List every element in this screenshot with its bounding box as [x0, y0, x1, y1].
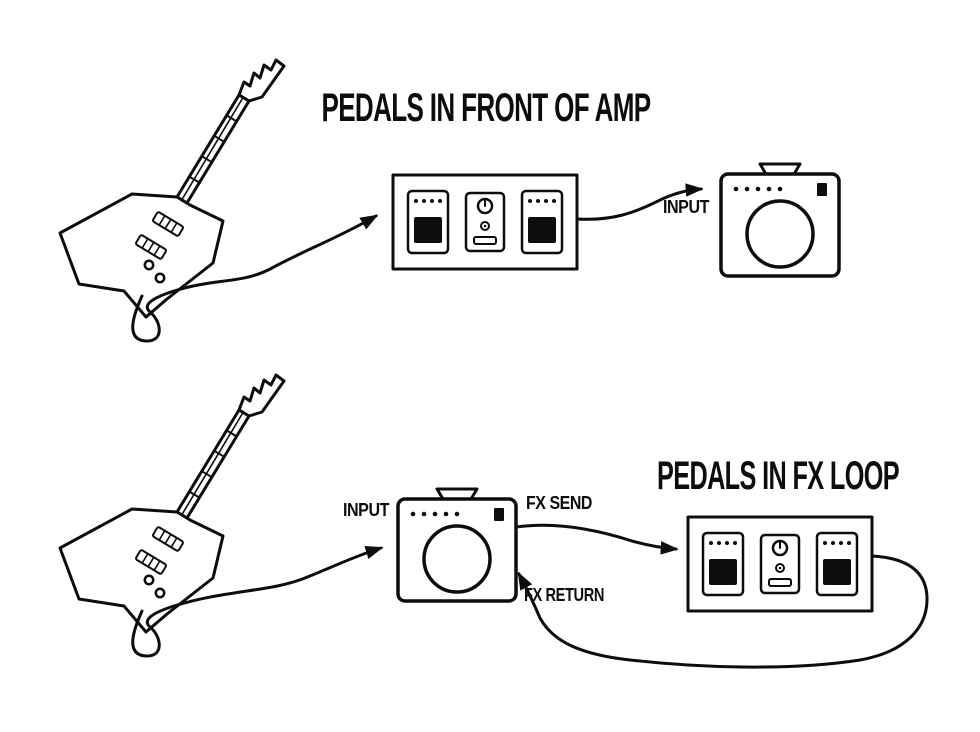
- amp-input-label: INPUT: [663, 197, 709, 217]
- title-pedals-in-front-of-amp: PEDALS IN FRONT OF AMP: [322, 86, 651, 130]
- pedalboard-icon: [688, 517, 872, 611]
- cable-fx-send: [514, 523, 679, 555]
- amp-icon: [719, 162, 841, 278]
- diagram-pedals-in-front-of-amp: PEDALS IN FRONT OF AMP INPUT: [58, 58, 841, 343]
- amp-input-label: INPUT: [343, 500, 389, 520]
- title-pedals-in-fx-loop: PEDALS IN FX LOOP: [657, 454, 899, 498]
- diagram-pedals-in-fx-loop: PEDALS IN FX LOOP INPUT FX SEND FX RETUR…: [58, 373, 929, 669]
- amp-icon: [396, 487, 518, 603]
- pedalboard-icon: [393, 175, 577, 269]
- fx-send-label: FX SEND: [526, 493, 592, 513]
- cable-fx-return: [517, 554, 929, 669]
- cable-guitar-to-pedals: [131, 214, 379, 343]
- cable-guitar-to-amp-input: [131, 546, 384, 658]
- fx-return-label: FX RETURN: [524, 585, 604, 605]
- cable-pedals-to-amp-input: [575, 183, 704, 221]
